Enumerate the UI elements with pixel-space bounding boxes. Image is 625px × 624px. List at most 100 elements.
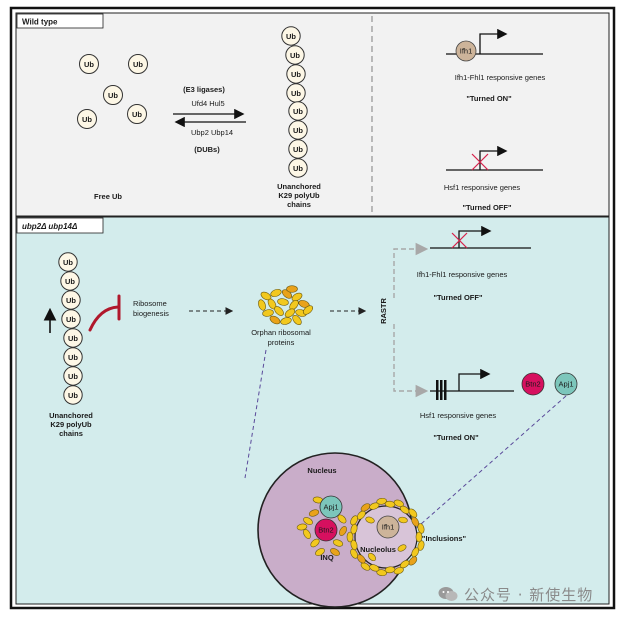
orphan-protein xyxy=(393,499,404,507)
chain-ub: Ub xyxy=(286,64,306,84)
orphan-protein xyxy=(296,523,308,531)
wild-type-tab xyxy=(16,13,104,29)
svg-text:Ub: Ub xyxy=(286,32,296,41)
chain-ub: Ub xyxy=(288,158,308,178)
orphan-protein xyxy=(393,567,404,575)
svg-text:Ifh1: Ifh1 xyxy=(460,47,473,56)
watermark-text: 公众号 · 新使生物 xyxy=(464,585,594,604)
svg-text:Ub: Ub xyxy=(66,315,76,324)
dub-names: Ubp2 Ubp14 xyxy=(191,128,233,137)
bottom-ifh1-genes-label: Ifh1-Fhl1 responsive genes xyxy=(417,270,508,279)
nucleolus-label: Nucleolus xyxy=(360,545,396,554)
chain-ub: Ub xyxy=(288,101,308,121)
orphan-protein xyxy=(258,299,266,311)
free-ub-3: Ub xyxy=(103,85,123,105)
chain-ub: Ub xyxy=(285,45,305,65)
orphan-protein xyxy=(365,516,375,524)
orphan-protein xyxy=(339,526,347,536)
svg-text:Btn2: Btn2 xyxy=(525,380,540,389)
svg-text:Ub: Ub xyxy=(132,110,142,119)
orphan-protein xyxy=(286,285,298,293)
orphan-protein xyxy=(376,569,387,577)
orphan-protein xyxy=(330,548,340,556)
svg-text:Ub: Ub xyxy=(84,60,94,69)
svg-text:Ub: Ub xyxy=(82,115,92,124)
free-ub-2: Ub xyxy=(128,54,148,74)
orphan-protein xyxy=(280,317,292,325)
transcription-arrow xyxy=(479,145,508,170)
chain-ub: Ub xyxy=(60,271,80,291)
svg-text:Ub: Ub xyxy=(68,353,78,362)
chain-ub: Ub xyxy=(288,120,308,140)
top-ifh1-genes-label: Ifh1-Fhl1 responsive genes xyxy=(455,73,546,82)
top-hsf1-genes-label: Hsf1 responsive genes xyxy=(444,183,521,192)
orphan-protein xyxy=(302,305,314,315)
orphan-protein xyxy=(269,315,281,325)
orphan-protein xyxy=(367,552,377,562)
chain-ub: Ub xyxy=(58,252,78,272)
svg-text:Apj1: Apj1 xyxy=(558,380,573,389)
chain-ub: Ub xyxy=(63,347,83,367)
svg-text:Ub: Ub xyxy=(68,372,78,381)
dubs-label: (DUBs) xyxy=(194,145,220,154)
top-turned-on: "Turned ON" xyxy=(466,94,512,103)
nucleolus-orphan-ring xyxy=(346,497,425,577)
svg-text:Ub: Ub xyxy=(291,70,301,79)
bottom-hsf1-gene-on xyxy=(430,368,514,400)
orphan-protein xyxy=(398,516,408,524)
svg-text:Ub: Ub xyxy=(293,107,303,116)
orphan-protein xyxy=(303,517,313,525)
free-ub-label: Free Ub xyxy=(94,192,122,201)
inclusions-label: "Inclusions" xyxy=(422,534,467,543)
rastr-label: RASTR xyxy=(379,298,388,324)
bottom-ub-chain: Ub Ub Ub Ub Ub Ub Ub Ub xyxy=(58,252,83,405)
projection-line-left xyxy=(244,349,267,479)
bottom-hsf1-genes-label: Hsf1 responsive genes xyxy=(420,411,497,420)
wild-type-label: Wild type xyxy=(22,18,58,27)
chain-ub: Ub xyxy=(288,139,308,159)
inq-label: INQ xyxy=(320,553,334,562)
svg-text:Ub: Ub xyxy=(291,89,301,98)
chain-ub: Ub xyxy=(63,328,83,348)
orphan-protein xyxy=(277,298,289,306)
free-ub-1: Ub xyxy=(79,54,99,74)
orphan-label-1: Orphan ribosomal xyxy=(251,328,311,337)
svg-text:Ub: Ub xyxy=(108,91,118,100)
svg-text:Ifh1: Ifh1 xyxy=(382,523,395,532)
orphan-protein xyxy=(308,509,320,517)
orphan-protein xyxy=(270,289,282,297)
svg-text:Ub: Ub xyxy=(68,391,78,400)
chain-ub: Ub xyxy=(63,385,83,405)
orphan-protein xyxy=(397,544,407,552)
hse-element xyxy=(440,380,443,400)
orphan-protein xyxy=(310,538,320,548)
rastr-arrow-down xyxy=(393,324,429,398)
hse-element xyxy=(444,380,447,400)
ifh1-gene-on: Ifh1 xyxy=(446,28,543,62)
hsf1-gene-off xyxy=(446,145,543,171)
orphan-protein xyxy=(346,531,354,543)
orphan-label-2: proteins xyxy=(268,338,295,347)
chain-ub: Ub xyxy=(63,366,83,386)
svg-text:Ub: Ub xyxy=(65,277,75,286)
mutant-tab xyxy=(16,217,104,234)
svg-text:Ub: Ub xyxy=(68,334,78,343)
cross-icon xyxy=(471,153,489,171)
btn2-in-nucleus: Btn2 xyxy=(314,518,338,542)
orphan-protein xyxy=(408,508,418,518)
btn2-protein: Btn2 xyxy=(521,372,545,396)
wechat-icon xyxy=(438,587,458,601)
hse-element xyxy=(436,380,439,400)
apj1-in-nucleus: Apj1 xyxy=(319,495,343,519)
orphan-protein xyxy=(284,308,296,318)
mutant-label: ubp2Δ ubp14Δ xyxy=(22,222,78,231)
transcription-arrow xyxy=(479,28,508,54)
chain-ub: Ub xyxy=(281,26,301,46)
svg-text:Ub: Ub xyxy=(66,296,76,305)
orphan-protein xyxy=(292,314,302,326)
orphan-proteins-cluster xyxy=(258,285,314,326)
svg-text:Ub: Ub xyxy=(293,145,303,154)
orphan-protein xyxy=(350,515,358,526)
ribosome-label-2: biogenesis xyxy=(133,309,169,318)
